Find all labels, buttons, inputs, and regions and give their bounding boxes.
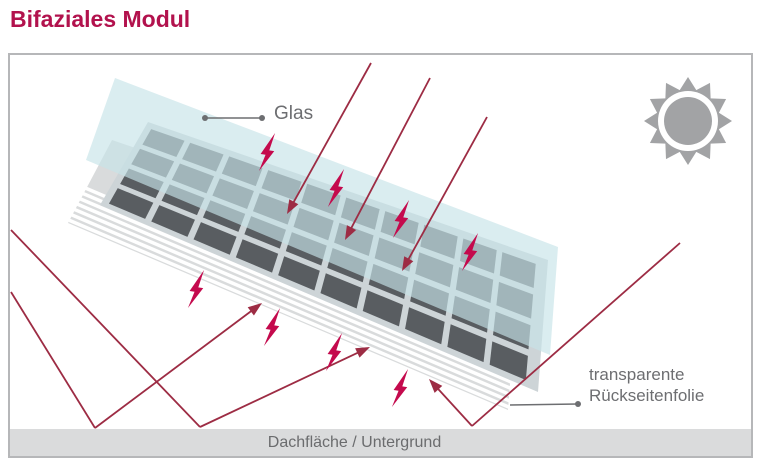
backsheet-label: transparente Rückseitenfolie (589, 364, 704, 406)
page-title: Bifaziales Modul (10, 6, 191, 32)
glass-label: Glas (274, 103, 314, 124)
ground-bar: Dachfläche / Untergrund (10, 429, 751, 456)
ground-label: Dachfläche / Untergrund (267, 433, 442, 451)
backsheet-label-line2: Rückseitenfolie (589, 386, 705, 405)
backsheet-label-line1: transparente (589, 365, 685, 384)
